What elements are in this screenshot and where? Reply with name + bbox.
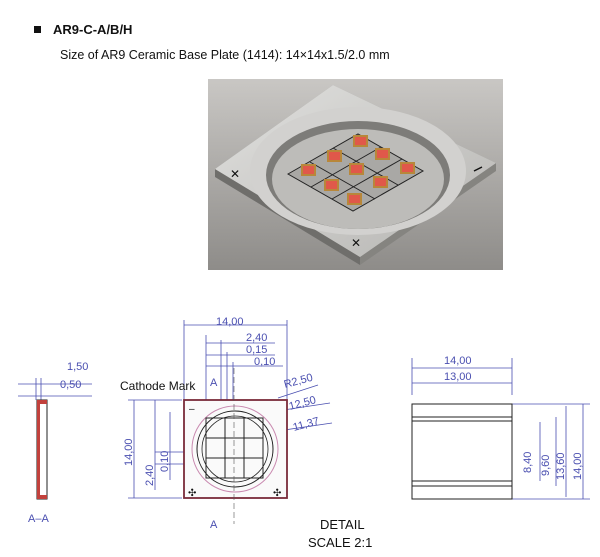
svg-text:✕: ✕ <box>230 167 240 181</box>
dim-0-10-left: 0,10 <box>159 451 171 472</box>
right-view <box>411 403 513 500</box>
dim-height-left: 14,00 <box>123 438 135 466</box>
dim-width-top: 14,00 <box>216 316 244 328</box>
dim-11-37: 11,37 <box>292 415 321 434</box>
svg-text:✣: ✣ <box>273 488 281 499</box>
dimension-lines <box>18 320 590 500</box>
dim-9-60: 9,60 <box>540 455 552 476</box>
top-view: – ✣ ✣ <box>183 368 288 524</box>
dim-0-10-top: 0,10 <box>254 356 275 368</box>
dim-2-40-left: 2,40 <box>144 465 156 486</box>
dim-8-40: 8,40 <box>522 452 534 473</box>
technical-drawing: – ✣ ✣ 1,50 0,50 14,00 2,40 0,15 0,10 R2,… <box>18 316 590 550</box>
dim-1-50: 1,50 <box>67 361 88 373</box>
svg-text:✣: ✣ <box>188 488 196 499</box>
dim-0-15: 0,15 <box>246 344 267 356</box>
detail-note: DETAIL <box>320 517 365 532</box>
plate-size-text: Size of AR9 Ceramic Base Plate (1414): 1… <box>60 48 390 62</box>
dim-right-13: 13,00 <box>444 371 472 383</box>
heading-title: AR9-C-A/B/H <box>53 22 133 37</box>
dim-right-14: 14,00 <box>444 355 472 367</box>
scale-note: SCALE 2:1 <box>308 535 372 550</box>
section-heading: AR9-C-A/B/H <box>34 22 132 37</box>
svg-text:✕: ✕ <box>351 236 361 250</box>
section-label: A–A <box>28 513 49 525</box>
side-section-view <box>36 399 48 500</box>
dim-0-50: 0,50 <box>60 379 81 391</box>
dim-14-00-right: 14,00 <box>572 452 584 480</box>
product-photo: ✕ ✕ <box>208 79 503 270</box>
dim-12-50: 12,50 <box>288 394 318 413</box>
bullet-icon <box>34 26 41 34</box>
led-chips <box>301 135 415 205</box>
cathode-mark-label: Cathode Mark <box>120 379 196 393</box>
svg-text:–: – <box>189 404 195 415</box>
dim-13-60: 13,60 <box>555 452 567 480</box>
section-marker-bottom: A <box>210 519 218 531</box>
dim-2-40-top: 2,40 <box>246 332 267 344</box>
section-marker-top: A <box>210 377 218 389</box>
